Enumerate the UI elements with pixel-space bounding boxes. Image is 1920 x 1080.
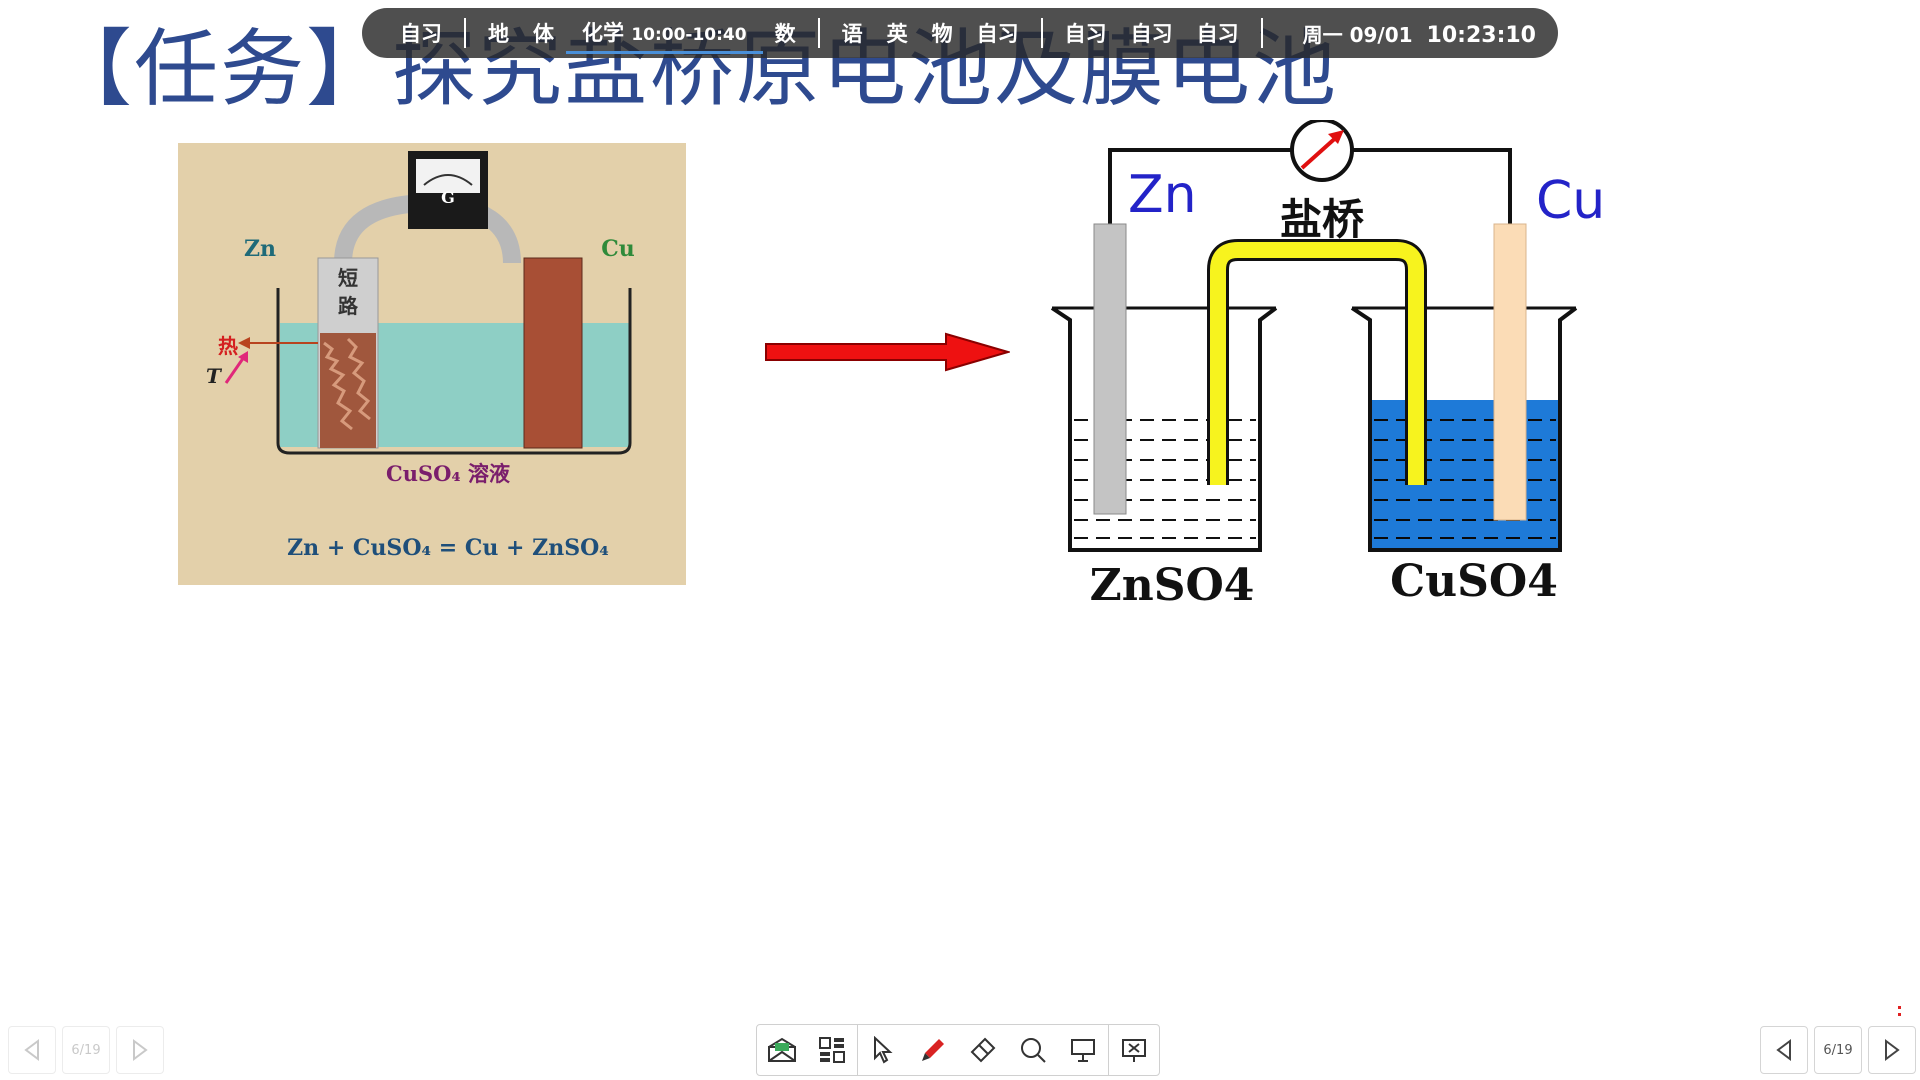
schedule-item[interactable]: 自习 [976,22,1019,46]
schedule-date: 周一 09/01 [1302,22,1413,47]
temperature-label: T [206,364,223,388]
schedule-item[interactable]: 自习 [1064,22,1107,46]
schedule-item[interactable]: 语 [841,22,863,46]
projector-icon [1071,1039,1095,1062]
chevron-right-icon [1885,1039,1900,1061]
schedule-divider [464,18,466,48]
galvanometer-label: G [441,188,455,207]
schedule-bar: 自习 地 体 化学 10:00-10:40 数 语 英 物 自习 自习 自习 自… [362,8,1558,58]
magnifier-tool[interactable] [1008,1025,1058,1075]
schedule-item[interactable]: 英 [886,22,908,46]
prev-page-button[interactable] [8,1026,56,1074]
right-beaker [1350,306,1578,552]
chevron-left-icon [1776,1039,1791,1061]
chevron-right-icon [133,1039,148,1061]
cu-electrode-label: Cu [1536,171,1605,231]
end-show-tool[interactable] [1108,1025,1159,1075]
schedule-item-time: 10:00-10:40 [631,24,747,45]
envelope-tool[interactable] [757,1025,807,1075]
schedule-item-current[interactable]: 化学 10:00-10:40 [566,13,763,54]
cuso4-solution [1370,400,1560,550]
close-slide-icon [1122,1039,1146,1062]
eraser-icon [970,1037,996,1063]
pointer-icon [874,1036,893,1064]
short-circuit-char-2: 路 [338,294,359,318]
schedule-divider [817,18,820,48]
schedule-item-label: 化学 [582,20,624,45]
pen-icon [922,1039,944,1061]
figure-salt-bridge-cell: Zn Cu 盐桥 ZnSO4 CuSO4 [1040,118,1630,624]
search-icon [1021,1038,1046,1063]
zn-electrode [1093,223,1127,515]
qr-tool[interactable] [807,1025,857,1075]
page-nav-left: 6/19 [8,1026,164,1074]
cu-label: Cu [601,236,635,262]
zn-label: Zn [244,236,276,262]
schedule-item[interactable]: 自习 [1130,22,1173,46]
right-arrow-icon [765,332,1012,372]
pen-tool[interactable] [908,1025,958,1075]
short-circuit-char-1: 短 [338,266,358,290]
schedule-item[interactable]: 数 [774,22,796,46]
qr-code-icon [819,1037,845,1063]
schedule-item[interactable]: 自习 [1196,22,1239,46]
prev-page-button[interactable] [1760,1026,1808,1074]
beaker [276,288,632,455]
transition-arrow [764,332,1012,376]
schedule-divider [1040,18,1043,48]
eraser-tool[interactable] [958,1025,1008,1075]
salt-bridge-cell-diagram: Zn Cu 盐桥 ZnSO4 CuSO4 [1050,118,1605,611]
indicator-dots [1898,1006,1901,1020]
schedule-clock: 10:23:10 [1426,22,1536,48]
schedule-divider [1260,18,1263,48]
schedule-item[interactable]: 自习 [400,22,442,46]
salt-bridge [1210,242,1424,485]
heat-label: 热 [218,334,238,358]
temperature-up-arrow [224,356,246,384]
copper-deposit [320,333,376,448]
zn-electrode-label: Zn [1128,165,1197,225]
solution-label: CuSO₄ 溶液 [386,461,510,486]
page-indicator[interactable]: 6/19 [1814,1026,1862,1074]
reaction-equation: Zn + CuSO₄ = Cu + ZnSO₄ [287,535,609,561]
next-page-button[interactable] [1868,1026,1916,1074]
page-indicator[interactable]: 6/19 [62,1026,110,1074]
salt-bridge-label: 盐桥 [1280,195,1364,244]
cu-electrode [1493,223,1527,521]
left-beaker [1050,306,1278,552]
schedule-item[interactable]: 体 [533,22,554,46]
schedule-item[interactable]: 物 [931,22,953,46]
envelope-icon [768,1037,796,1062]
galvanometer-needle [1300,132,1342,170]
pointer-tool[interactable] [857,1025,908,1075]
short-circuit-cell-diagram: G 短 路 Zn Cu 热 T CuSO₄ 溶液 Zn + CuSO₄ = Cu… [206,151,635,561]
schedule-item[interactable]: 地 [488,22,509,46]
screen-tool[interactable] [1058,1025,1108,1075]
chevron-left-icon [24,1039,39,1061]
left-solution-label: ZnSO4 [1090,560,1255,611]
cu-rod [523,257,583,449]
next-page-button[interactable] [116,1026,164,1074]
annotation-toolbar [756,1024,1160,1076]
figure-short-circuit-cell: G 短 路 Zn Cu 热 T CuSO₄ 溶液 Zn + CuSO₄ = Cu… [178,143,686,585]
page-nav-right: 6/19 [1760,1026,1916,1074]
schedule-datetime: 周一 09/01 10:23:10 [1303,19,1536,48]
right-solution-label: CuSO4 [1390,556,1558,607]
